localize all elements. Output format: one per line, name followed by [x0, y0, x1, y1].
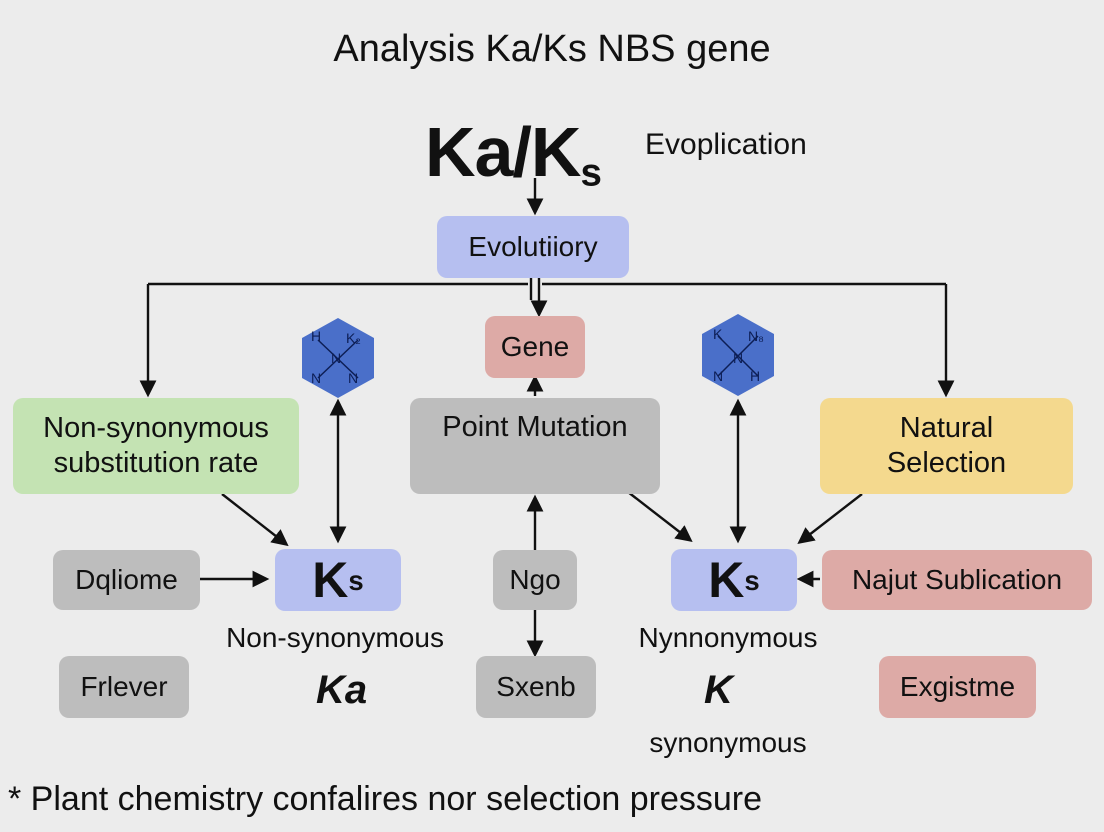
molecule-left-atom-3: N: [331, 350, 342, 366]
node-gene: Gene: [485, 316, 585, 378]
node-natural-selection: Natural Selection: [820, 398, 1073, 494]
node-sxenb: Sxenb: [476, 656, 596, 718]
ka-glyph: Ka: [316, 668, 368, 712]
molecule-left-atom-5: N: [348, 370, 359, 386]
molecule-right-atom-5: H: [750, 368, 761, 384]
ka-ks-heading: Ka/Ks: [425, 113, 602, 195]
molecule-left-atom-4: N: [311, 370, 322, 386]
arrow-non-syn-to-ks: [221, 493, 289, 547]
node-evolutiory: Evolutiiory: [437, 216, 629, 278]
node-point-mutation: Point Mutation: [410, 398, 660, 494]
molecule-right-atom-2: N₈: [748, 328, 764, 344]
node-ngo: Ngo: [493, 550, 577, 610]
footnote: * Plant chemistry confalires nor selecti…: [8, 780, 762, 818]
molecule-left-atom-2: K₂: [346, 330, 361, 346]
node-frlever: Frlever: [59, 656, 189, 718]
arrow-point-mutation-to-ks: [627, 491, 693, 543]
molecule-right-atom-1: K: [713, 326, 723, 342]
left-ks-caption: Non-synonymous: [226, 622, 444, 653]
node-dqliome: Dqliome: [53, 550, 200, 610]
molecule-left-atom-1: H: [311, 328, 322, 344]
node-najut-sublication: Najut Sublication: [822, 550, 1092, 610]
k-glyph: K: [704, 668, 733, 712]
right-ks-caption: Nynnonymous: [638, 622, 818, 653]
molecule-right-atom-4: N: [733, 350, 744, 366]
node-exgistme: Exgistme: [879, 656, 1036, 718]
arrow-natural-selection-to-ks: [797, 493, 863, 545]
node-non-synonymous-rate: Non-synonymous substitution rate: [13, 398, 299, 494]
synonymous-caption: synonymous: [649, 727, 807, 758]
molecule-right-atom-3: N: [713, 368, 724, 384]
diagram-title: Analysis Ka/Ks NBS gene: [333, 28, 771, 70]
evoplication-label: Evoplication: [645, 128, 807, 161]
